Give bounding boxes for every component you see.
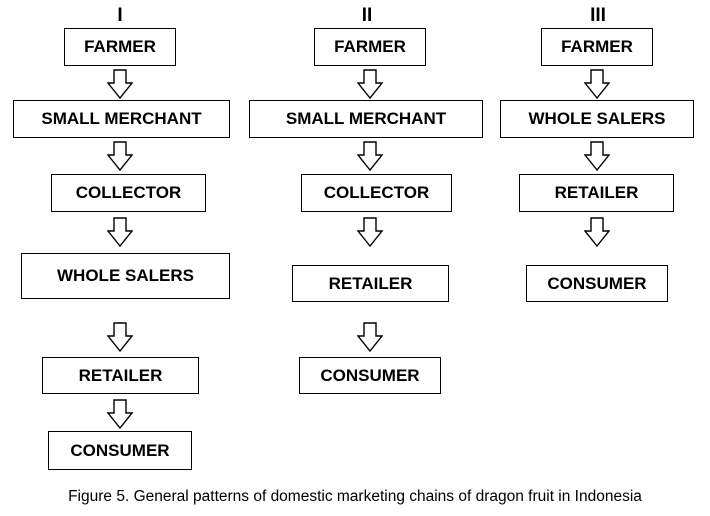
- down-arrow-icon: [584, 217, 610, 247]
- down-arrow-icon: [107, 69, 133, 99]
- down-arrow-icon: [357, 141, 383, 171]
- down-arrow-icon: [107, 399, 133, 429]
- down-arrow-icon: [107, 141, 133, 171]
- down-arrow-icon: [357, 322, 383, 352]
- column-1-step-collector: COLLECTOR: [51, 174, 206, 212]
- column-2-step-consumer: CONSUMER: [299, 357, 441, 394]
- column-1-step-retailer: RETAILER: [42, 357, 199, 394]
- down-arrow-icon: [357, 69, 383, 99]
- column-2-step-farmer: FARMER: [314, 28, 426, 66]
- column-2-step-collector: COLLECTOR: [301, 174, 452, 212]
- column-3-step-retailer: RETAILER: [519, 174, 674, 212]
- column-1-label: I: [117, 5, 123, 26]
- down-arrow-icon: [357, 217, 383, 247]
- column-2-step-small-merchant: SMALL MERCHANT: [249, 100, 483, 138]
- column-1-step-farmer: FARMER: [64, 28, 176, 66]
- figure-caption: Figure 5. General patterns of domestic m…: [68, 488, 642, 505]
- column-3-step-whole-salers: WHOLE SALERS: [500, 100, 694, 138]
- column-1-step-consumer: CONSUMER: [48, 431, 192, 470]
- column-3-step-farmer: FARMER: [541, 28, 653, 66]
- column-1-step-whole-salers: WHOLE SALERS: [21, 253, 230, 299]
- column-2-label: II: [361, 5, 373, 26]
- column-3-label: III: [590, 5, 606, 26]
- down-arrow-icon: [584, 141, 610, 171]
- column-2-step-retailer: RETAILER: [292, 265, 449, 302]
- column-3-step-consumer: CONSUMER: [526, 265, 668, 302]
- down-arrow-icon: [107, 322, 133, 352]
- column-1-step-small-merchant: SMALL MERCHANT: [13, 100, 230, 138]
- down-arrow-icon: [107, 217, 133, 247]
- down-arrow-icon: [584, 69, 610, 99]
